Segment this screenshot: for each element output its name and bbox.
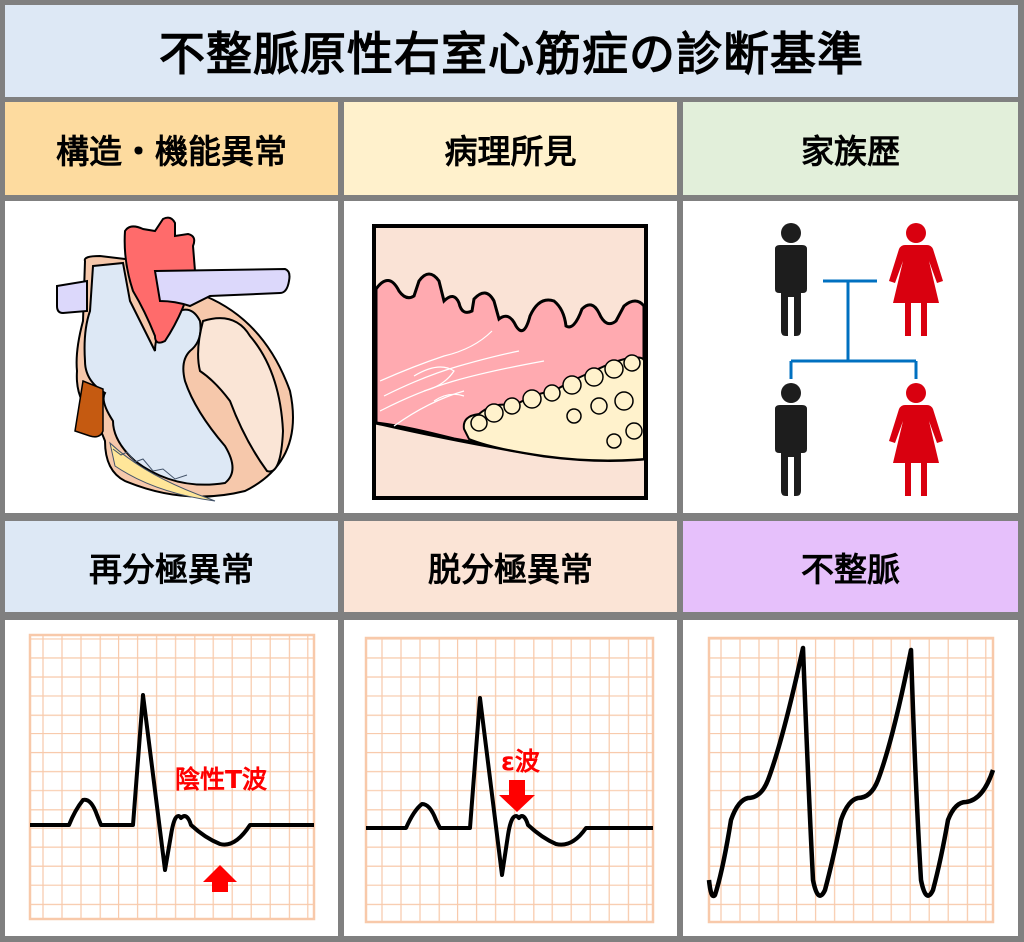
ecg-negative-t-wave-chart: 陰性T波: [28, 633, 316, 921]
header-family-history: 家族歴: [683, 102, 1018, 195]
panel-ecg-repolarization: 陰性T波: [5, 620, 338, 936]
panel-family-history: [683, 201, 1018, 513]
panel-ecg-depolarization: ε波: [344, 620, 677, 936]
myocardium-tissue-icon: [372, 224, 648, 500]
header-arrhythmia: 不整脈: [683, 521, 1018, 612]
header-label: 不整脈: [801, 549, 900, 589]
family-tree-icon: [775, 223, 943, 496]
header-label: 病理所見: [444, 131, 577, 171]
header-label: 脱分極異常: [428, 549, 593, 589]
heart-cross-section-icon: [56, 216, 294, 502]
male-icon: [775, 223, 807, 336]
panel-pathology: [344, 201, 677, 513]
panel-heart: [5, 201, 338, 513]
header-repolarization: 再分極異常: [5, 521, 338, 612]
header-pathology: 病理所見: [344, 102, 677, 195]
ecg-epsilon-wave-chart: ε波: [364, 636, 655, 924]
female-icon: [889, 223, 943, 336]
epsilon-wave-label: ε波: [501, 747, 541, 776]
header-structure: 構造・機能異常: [5, 102, 338, 195]
header-label: 家族歴: [801, 131, 900, 171]
female-icon: [889, 383, 943, 496]
panel-ecg-arrhythmia: [683, 620, 1018, 936]
header-label: 再分極異常: [89, 549, 254, 589]
header-depolarization: 脱分極異常: [344, 521, 677, 612]
up-arrow-icon: [203, 865, 237, 892]
page-title: 不整脈原性右室心筋症の診断基準: [159, 27, 864, 81]
down-arrow-icon: [499, 780, 535, 812]
header-label: 構造・機能異常: [56, 131, 287, 171]
negative-t-wave-label: 陰性T波: [175, 765, 268, 794]
ecg-ventricular-tachycardia-chart: [706, 636, 996, 924]
male-icon: [775, 383, 807, 496]
title-banner: 不整脈原性右室心筋症の診断基準: [5, 5, 1018, 97]
